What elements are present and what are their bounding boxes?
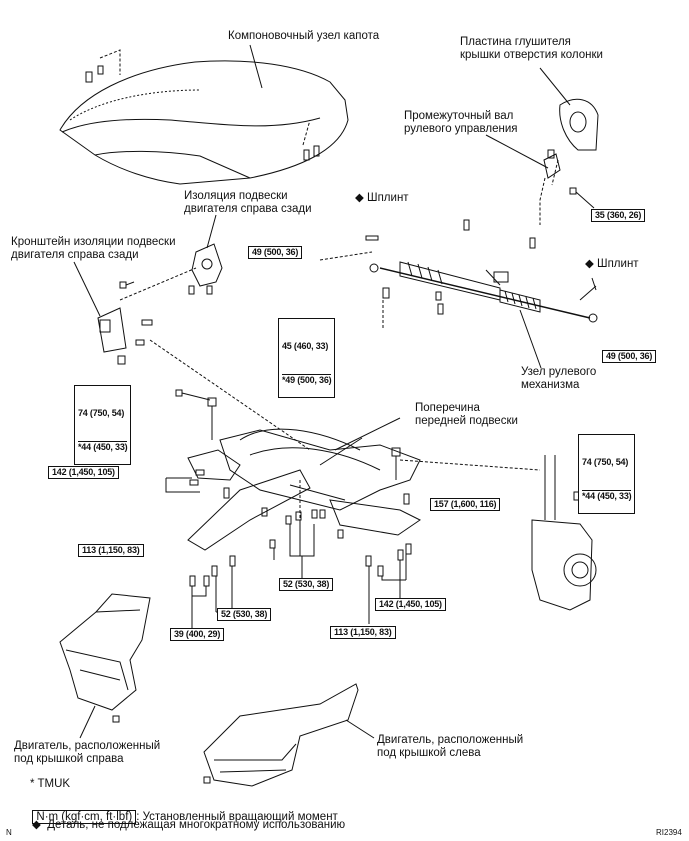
legend-non-reusable: ◆ Деталь, не подлежащая многократному ис…: [32, 819, 346, 831]
torque-spec: 49 (500, 36): [248, 246, 303, 259]
hood-bolts: [85, 49, 320, 161]
torque-spec: 49 (500, 36): [602, 350, 657, 363]
engine-under-cover-lh: [203, 683, 375, 787]
hood-assembly: [59, 60, 349, 185]
legend-unit-text: : Установленный вращающий момент: [136, 811, 338, 823]
label-engine-mount-insulator: Изоляция подвески двигателя справа сзади: [184, 190, 312, 215]
torque-spec-tmuk: *44 (450, 33): [78, 441, 128, 452]
torque-spec: 113 (1,150, 83): [78, 544, 144, 557]
legend-tmuk: * TMUK: [30, 778, 71, 790]
label-split-pin-1: ◆ Шплинт: [355, 192, 409, 204]
corner-mark-left: N: [6, 828, 12, 837]
label-steering-gear: Узел рулевого механизма: [521, 366, 597, 391]
torque-spec: 142 (1,450, 105): [375, 598, 446, 611]
label-hood-assembly: Компоновочный узел капота: [228, 30, 380, 42]
label-column-hole-plate: Пластина глушителя крышки отверстия коло…: [460, 36, 603, 61]
torque-spec: 142 (1,450, 105): [48, 466, 119, 479]
torque-spec: 52 (530, 38): [279, 578, 334, 591]
legend-unit-box: N·m (kgf·cm, ft·lbf): [32, 810, 137, 824]
torque-spec: 74 (750, 54): [78, 408, 125, 418]
torque-spec: 52 (530, 38): [217, 608, 272, 621]
torque-spec-tmuk: *49 (500, 36): [282, 374, 332, 385]
torque-spec: 113 (1,150, 83): [330, 626, 396, 639]
label-split-pin-2: ◆ Шплинт: [585, 258, 639, 270]
front-suspension-crossmember: [187, 428, 541, 551]
intermediate-shaft: [485, 134, 595, 225]
torque-spec-pair: 45 (460, 33) *49 (500, 36): [278, 318, 336, 398]
legend-torque-unit: N·m (kgf·cm, ft·lbf): Установленный вращ…: [26, 796, 338, 824]
label-under-cover-rh: Двигатель, расположенный под крышкой спр…: [14, 740, 161, 765]
engine-under-cover-rh: [59, 593, 151, 739]
label-engine-mount-bracket: Кронштейн изоляции подвески двигателя сп…: [11, 236, 176, 261]
torque-spec-pair: 74 (750, 54) *44 (450, 33): [578, 434, 636, 514]
label-intermediate-shaft: Промежуточный вал рулевого управления: [404, 110, 518, 135]
torque-spec: 45 (460, 33): [282, 341, 329, 351]
crossmember-bolts: [165, 469, 412, 628]
engine-mount: [73, 214, 311, 451]
steering-gear-assembly: [319, 219, 598, 369]
steering-knuckle-brake: [531, 455, 597, 611]
stabilizer-link: [175, 389, 401, 480]
label-crossmember: Поперечина передней подвески: [415, 402, 518, 427]
torque-spec: 39 (400, 29): [170, 628, 225, 641]
label-under-cover-lh: Двигатель, расположенный под крышкой сле…: [377, 734, 524, 759]
torque-spec: 35 (360, 26): [591, 209, 646, 222]
torque-spec-tmuk: *44 (450, 33): [582, 490, 632, 501]
torque-spec-pair: 74 (750, 54) *44 (450, 33): [74, 385, 132, 465]
column-hole-plate: [539, 67, 599, 186]
figure-code: RI2394: [656, 828, 682, 837]
torque-spec: 74 (750, 54): [582, 457, 629, 467]
torque-spec: 157 (1,600, 116): [430, 498, 501, 511]
